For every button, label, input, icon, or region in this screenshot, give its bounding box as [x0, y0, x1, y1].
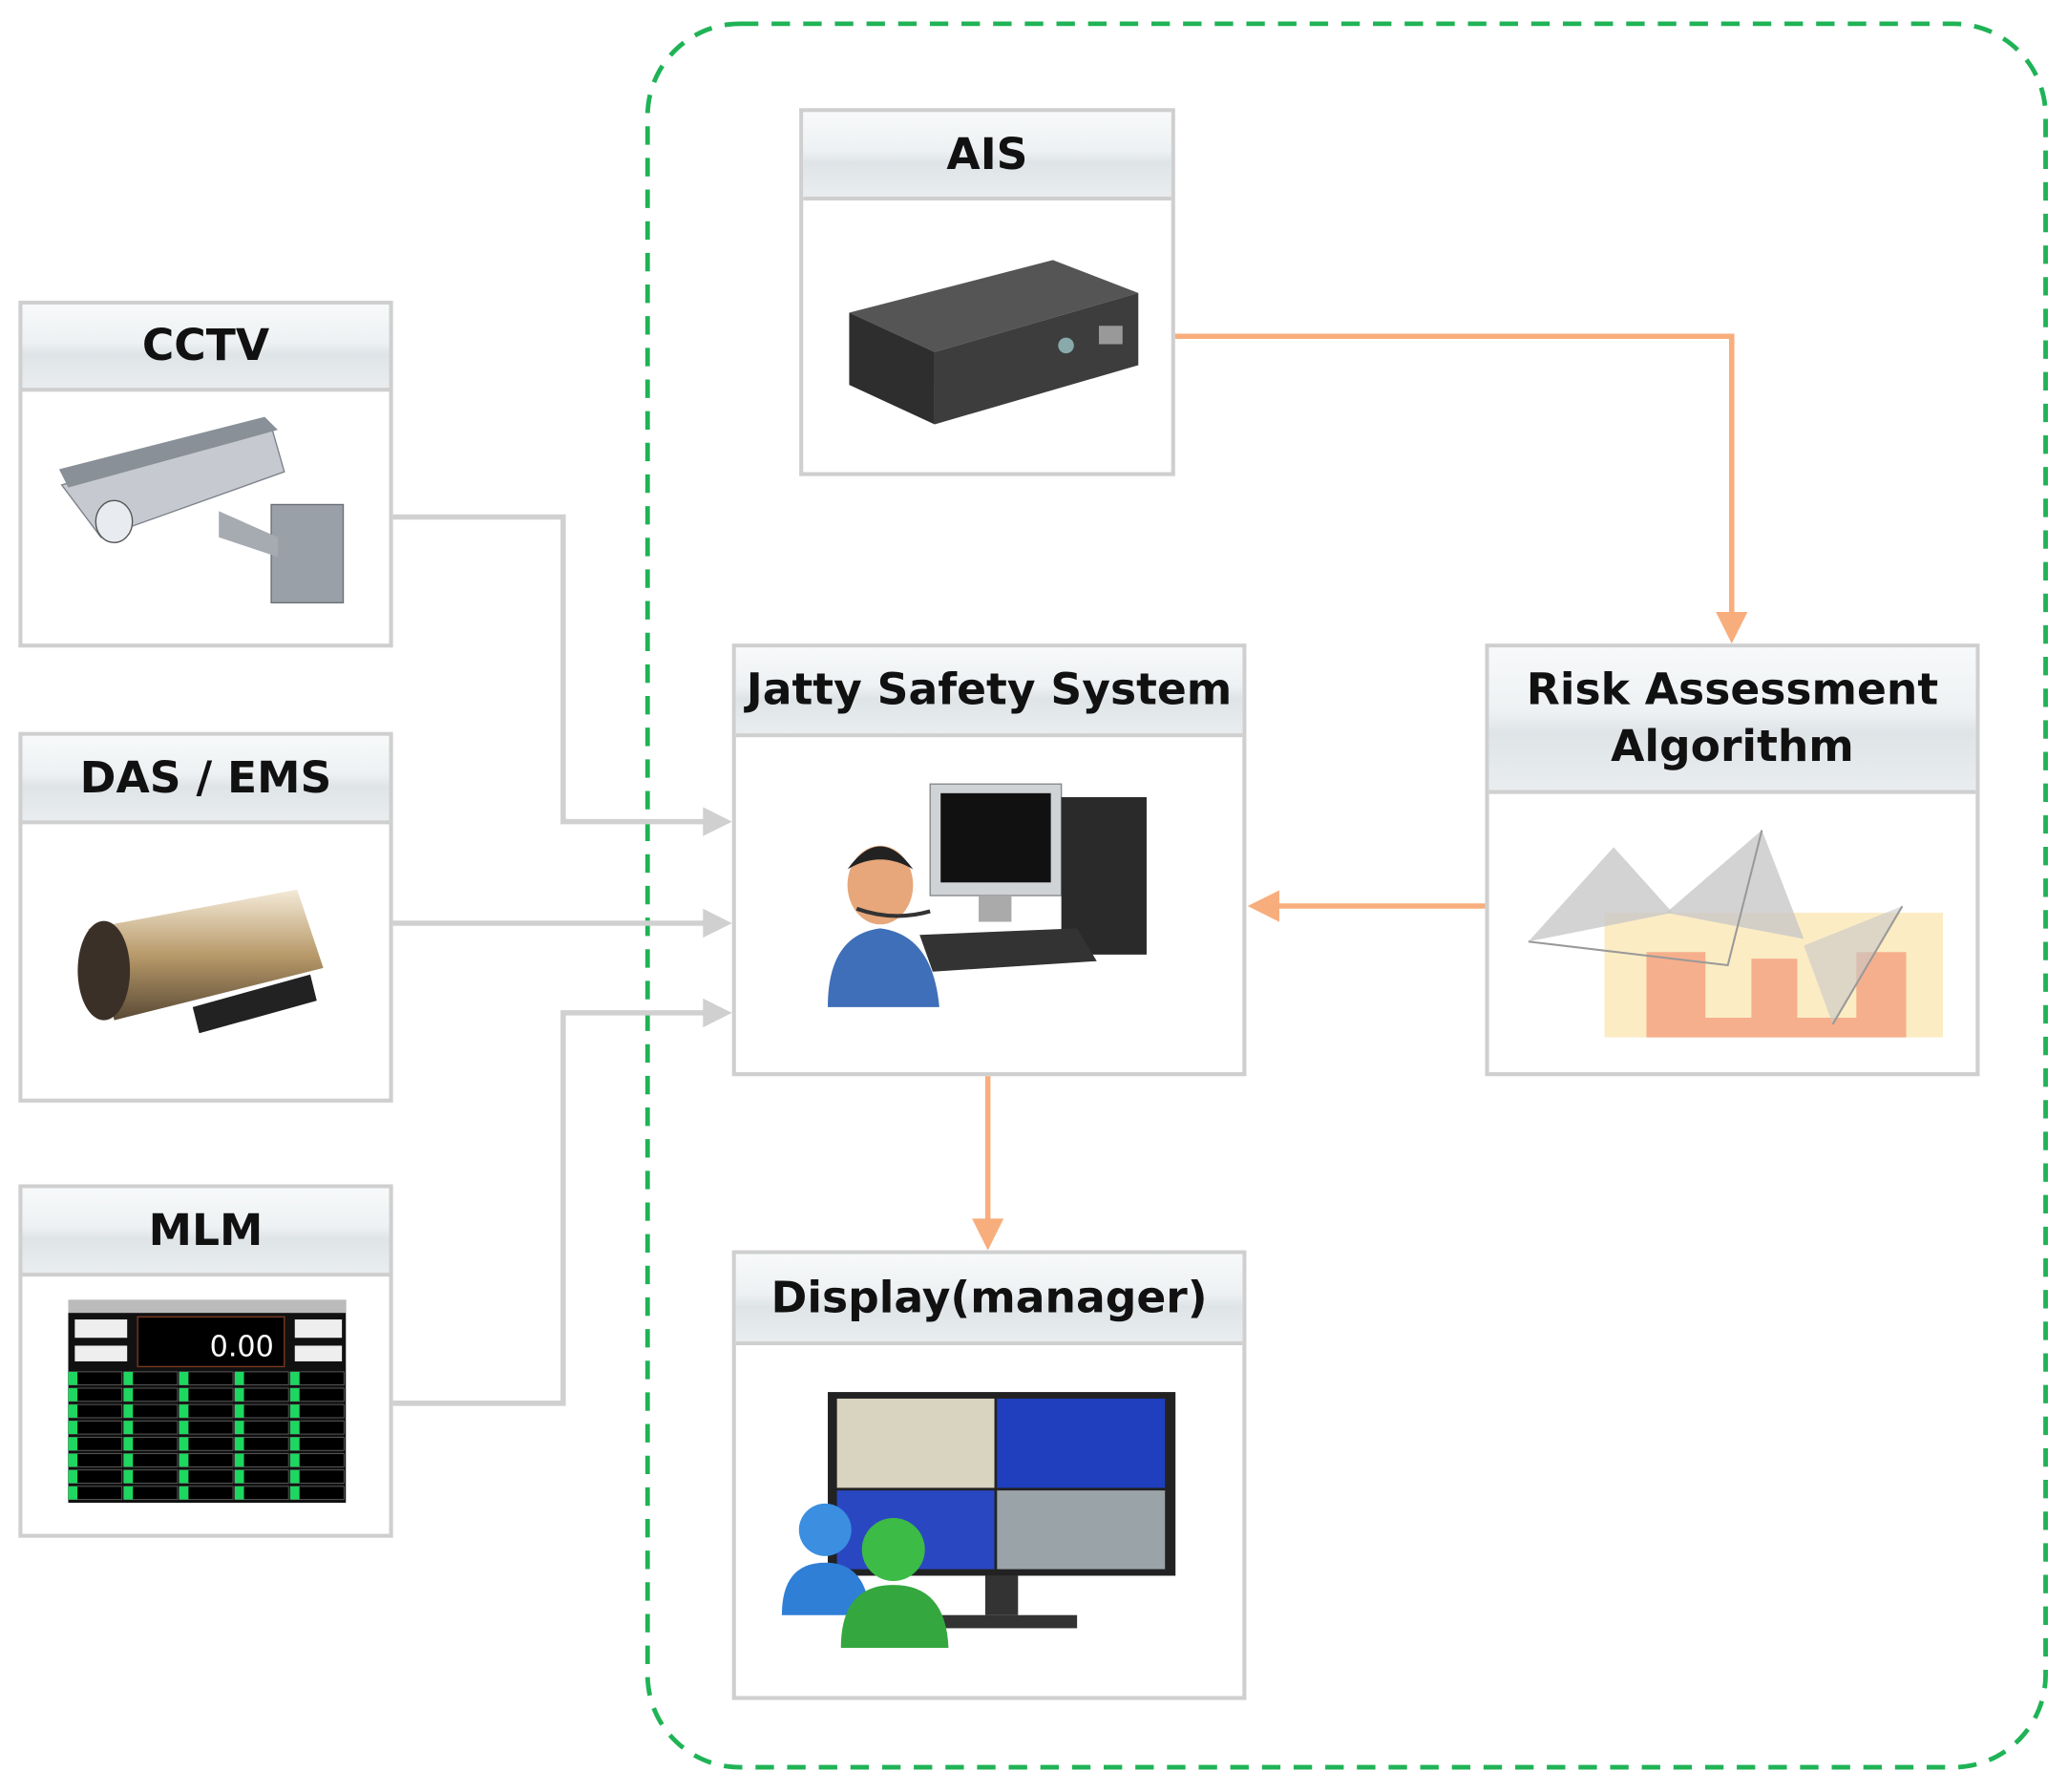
node-title: MLM — [22, 1188, 390, 1277]
mlm-screen-value: 0.00 — [210, 1330, 274, 1363]
node-display-manager: Display(manager) — [731, 1250, 1247, 1700]
node-jatty-safety-system: Jatty Safety System — [731, 643, 1247, 1077]
fiber-sensor-housing-icon — [77, 889, 324, 1034]
edge-mlm-to-jatty — [391, 1010, 707, 1406]
arrowhead — [703, 807, 732, 836]
operator-workstation-icon — [828, 783, 1147, 1007]
edge-ais-to-risk — [1173, 333, 1735, 618]
ais-receiver-icon — [849, 260, 1139, 425]
risk-zone-diagram-icon — [1528, 830, 1943, 1038]
node-das-ems: DAS / EMS — [18, 731, 393, 1103]
arrowhead — [1716, 611, 1748, 644]
node-risk-assessment: Risk Assessment Algorithm — [1485, 643, 1980, 1077]
node-title: Risk Assessment Algorithm — [1488, 647, 1976, 794]
system-boundary — [644, 21, 2048, 1770]
node-title: DAS / EMS — [22, 735, 390, 825]
node-mlm: MLM 0.00 — [18, 1184, 393, 1538]
node-title: Jatty Safety System — [735, 647, 1243, 738]
node-title: Display(manager) — [735, 1254, 1243, 1346]
mooring-load-monitor-screen-icon: 0.00 — [68, 1299, 347, 1504]
node-ais: AIS — [799, 108, 1175, 476]
arrowhead — [972, 1218, 1004, 1251]
node-title: AIS — [803, 112, 1171, 200]
cctv-camera-icon — [58, 416, 345, 604]
manager-display-icon — [781, 1392, 1176, 1649]
arrowhead — [703, 908, 732, 938]
arrowhead — [703, 998, 732, 1028]
node-cctv: CCTV — [18, 300, 393, 648]
node-title: CCTV — [22, 305, 390, 392]
arrowhead — [1247, 890, 1279, 922]
edge-cctv-to-jatty — [391, 514, 707, 825]
